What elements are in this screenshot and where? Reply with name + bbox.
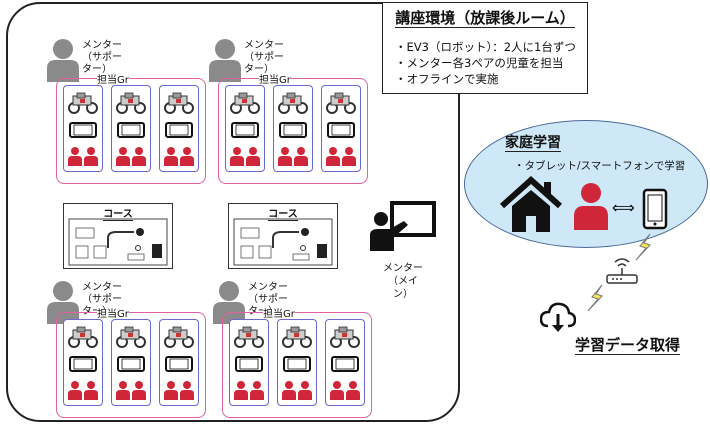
- tablet-icon: [231, 122, 259, 142]
- tablet-icon: [327, 122, 355, 142]
- group-box: 担当Gr: [56, 309, 206, 418]
- pair-card: [111, 319, 151, 406]
- tablet-icon: [117, 356, 145, 376]
- course-layout-drawing: [68, 218, 168, 266]
- child-icon: [232, 380, 266, 404]
- tablet-icon: [165, 356, 193, 376]
- pair-card: [159, 85, 199, 172]
- tablet-icon: [69, 356, 97, 376]
- child-icon: [276, 146, 310, 170]
- child-icon: [114, 146, 148, 170]
- home-learning-title: 家庭学習: [505, 135, 561, 152]
- mentor-label: メンター （サポー ター）: [82, 40, 122, 75]
- lightning-icon: [635, 233, 651, 261]
- smartphone-icon: [642, 188, 668, 230]
- pair-card: [63, 319, 103, 406]
- whiteboard-teacher-icon: [370, 201, 436, 251]
- group-label: 担当Gr: [97, 75, 129, 87]
- robot-icon: [277, 92, 309, 118]
- child-icon: [574, 183, 608, 230]
- child-icon: [66, 380, 100, 404]
- course-layout-drawing: [233, 218, 333, 266]
- pair-card: [63, 85, 103, 172]
- home-learning-subtitle: ・タブレット/スマートフォンで学習: [514, 160, 686, 172]
- robot-icon: [329, 326, 361, 352]
- tablet-icon: [165, 122, 193, 142]
- robot-icon: [67, 326, 99, 352]
- house-icon: [500, 176, 562, 232]
- tablet-icon: [279, 122, 307, 142]
- group-box: 担当Gr: [222, 309, 372, 418]
- person-icon: [46, 38, 80, 86]
- course-title: コース: [103, 209, 133, 221]
- child-icon: [280, 380, 314, 404]
- tablet-icon: [331, 356, 359, 376]
- info-line: ・EV3（ロボット）：2人に1台ずつ: [395, 40, 576, 54]
- group-label: 担当Gr: [97, 309, 129, 321]
- child-icon: [66, 146, 100, 170]
- robot-icon: [325, 92, 357, 118]
- sync-arrow-icon: ⟺: [612, 198, 635, 217]
- main-mentor-label: メンター （メイン）: [383, 263, 423, 300]
- pair-card: [321, 85, 361, 172]
- robot-icon: [233, 326, 265, 352]
- pair-card: [325, 319, 365, 406]
- group-box: 担当Gr: [218, 75, 368, 184]
- pair-card: [225, 85, 265, 172]
- data-acquisition-label: 学習データ取得: [575, 336, 681, 355]
- tablet-icon: [117, 122, 145, 142]
- robot-icon: [67, 92, 99, 118]
- robot-icon: [281, 326, 313, 352]
- group-label: 担当Gr: [259, 75, 291, 87]
- classroom-frame: [6, 2, 460, 422]
- info-box-title: 講座環境（放課後ルーム）: [395, 9, 575, 28]
- course-map: コース: [228, 203, 338, 269]
- robot-icon: [115, 326, 147, 352]
- robot-icon: [163, 92, 195, 118]
- person-icon: [208, 38, 242, 86]
- lightning-icon: [587, 284, 603, 312]
- pair-card: [277, 319, 317, 406]
- cloud-download-icon: [540, 302, 576, 332]
- info-line: ・メンター各3ペアの児童を担当: [395, 56, 564, 70]
- mentor-label: メンター （サポー ター）: [244, 40, 284, 75]
- course-map: コース: [63, 203, 173, 269]
- info-box: 講座環境（放課後ルーム） ・EV3（ロボット）：2人に1台ずつ ・メンター各3ペ…: [382, 2, 588, 94]
- child-icon: [228, 146, 262, 170]
- tablet-icon: [283, 356, 311, 376]
- pair-card: [273, 85, 313, 172]
- child-icon: [328, 380, 362, 404]
- robot-icon: [229, 92, 261, 118]
- pair-card: [229, 319, 269, 406]
- tablet-icon: [69, 122, 97, 142]
- child-icon: [114, 380, 148, 404]
- router-icon: [606, 258, 638, 284]
- course-title: コース: [268, 209, 298, 221]
- child-icon: [162, 380, 196, 404]
- pair-card: [159, 319, 199, 406]
- robot-icon: [163, 326, 195, 352]
- group-box: 担当Gr: [56, 75, 206, 184]
- pair-card: [111, 85, 151, 172]
- robot-icon: [115, 92, 147, 118]
- tablet-icon: [235, 356, 263, 376]
- info-line: ・オフラインで実施: [395, 72, 499, 86]
- child-icon: [324, 146, 358, 170]
- child-icon: [162, 146, 196, 170]
- group-label: 担当Gr: [263, 309, 295, 321]
